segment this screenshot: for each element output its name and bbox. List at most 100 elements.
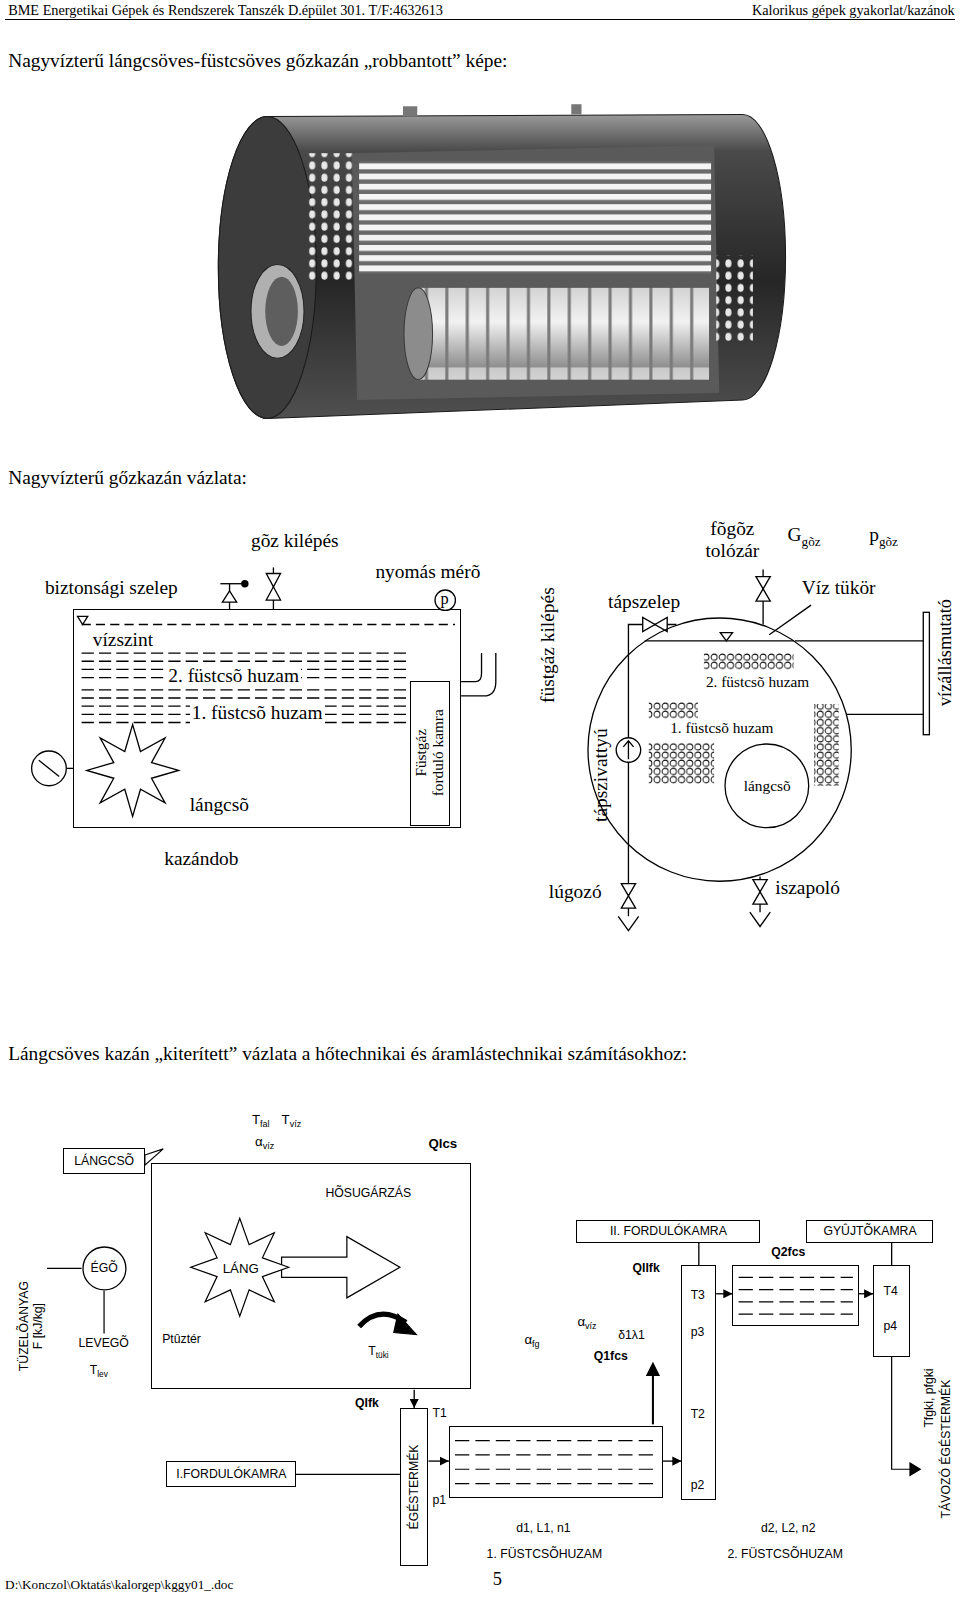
tube-cluster xyxy=(814,704,838,786)
quantity-symbol: T1 xyxy=(433,1406,447,1420)
pump-symbol xyxy=(616,738,640,762)
heat-flow-label: QIfk xyxy=(355,1396,379,1410)
burner-circle: ÉGÕ xyxy=(82,1246,127,1291)
callout-box: I.FORDULÓKAMRA xyxy=(166,1461,296,1488)
stream-label: LEVEGÕ xyxy=(79,1336,129,1350)
drum-label: kazándob xyxy=(164,848,238,870)
tube-sheet-holes xyxy=(716,255,753,341)
callout-leader xyxy=(698,1243,699,1265)
circle-shape xyxy=(83,1247,126,1290)
fuel-line xyxy=(47,1268,82,1269)
tube-line xyxy=(455,1454,657,1455)
stream-label: TÜZELÕANYAG F [kJ/kg] xyxy=(17,1277,45,1375)
quantity-symbol: p1 xyxy=(433,1493,447,1507)
symbol-main: G xyxy=(788,524,802,545)
burner-opening xyxy=(265,277,298,346)
tube-line xyxy=(739,1314,853,1315)
header-text: BME Energetikai Gépek és Rendszerek Tans… xyxy=(8,2,443,18)
heat-flow-label: Q2fcs xyxy=(771,1245,805,1259)
flame-tube-end xyxy=(404,288,433,380)
tube-pass-label: 2. füstcsõ huzam xyxy=(166,665,301,687)
chamber-label: Füstgáz forduló kamra xyxy=(413,707,447,799)
symbol-main: α xyxy=(255,1134,263,1149)
heat-flow-label: Q1fcs xyxy=(594,1349,628,1363)
quantity-symbol: Tlev xyxy=(90,1363,108,1379)
burner-fan xyxy=(32,751,67,786)
flue-tube-bundle: d2, L2, n22. FÜSTCSÕHUZAM xyxy=(732,1265,859,1326)
flame-tube-section: lángcsõ xyxy=(724,743,810,829)
symbol-subscript: fg xyxy=(532,1340,540,1350)
callout-text: I.FORDULÓKAMRA xyxy=(176,1467,286,1481)
tube-line xyxy=(739,1289,853,1290)
part-label: füstgáz kilépés xyxy=(537,587,559,703)
quantity-symbol: T2 xyxy=(691,1407,705,1421)
quantity-symbol: Ggõz xyxy=(788,524,821,549)
flow-arrow xyxy=(428,1460,448,1461)
drain-outlet xyxy=(618,908,638,930)
safety-valve-weight xyxy=(242,581,248,587)
part-label: gõz kilépés xyxy=(251,530,339,552)
section-heading: Nagyvízterű gőzkazán vázlata: xyxy=(8,467,247,489)
fan-blade xyxy=(39,760,59,776)
tube-pass-label: 2. füstcsõ huzam xyxy=(704,673,811,691)
heat-flux-arrowhead xyxy=(647,1363,659,1375)
gas-turn-arrowhead xyxy=(394,1314,416,1334)
chamber-label: ÉGÉSTERMÉK xyxy=(407,1444,421,1529)
circle-shape xyxy=(725,744,809,828)
valve-symbol xyxy=(756,577,770,601)
corrugated-flame-tube xyxy=(418,288,709,380)
exit-arrow xyxy=(892,1357,912,1469)
water-level-label: vízszint xyxy=(91,629,155,651)
burner-label: ÉGÕ xyxy=(91,1261,118,1275)
flow-arrow xyxy=(414,1390,415,1408)
circle-shape xyxy=(435,590,455,610)
bundle-label: 1. FÜSTCSÕHUZAM xyxy=(487,1547,603,1561)
symbol-subscript: víz xyxy=(585,1321,597,1331)
tube-lines xyxy=(455,1277,853,1483)
footer-text: D:\Konczol\Oktatás\kalorgep\kggy01_.doc xyxy=(5,1577,233,1592)
part-label: vízállásmutató xyxy=(935,599,956,706)
stream-label: TÁVOZÓ ÉGÉSTERMÉK xyxy=(940,1379,954,1518)
section-heading: Nagyvízterű lángcsöves-füstcsöves gőzkaz… xyxy=(8,50,507,72)
symbol-main: T xyxy=(368,1344,375,1358)
tube-line xyxy=(455,1483,657,1484)
callout-leader xyxy=(296,1474,400,1475)
part-label: lúgozó xyxy=(549,881,602,903)
flame-tube-label: lángcsõ xyxy=(190,794,249,816)
unrolled-scheme xyxy=(47,1149,920,1484)
part-label: biztonsági szelep xyxy=(45,577,178,599)
nozzle xyxy=(571,104,581,114)
flame-symbol xyxy=(87,725,179,817)
symbol-main: α xyxy=(524,1332,532,1347)
callout-text: II. FORDULÓKAMRA xyxy=(610,1224,727,1238)
part-label: tápszelep xyxy=(608,591,680,613)
symbol-subscript: tüki xyxy=(376,1349,389,1359)
heat-flow-label: QIIfk xyxy=(633,1261,660,1275)
boiler-drum: vízszint2. füstcsõ huzam1. füstcsõ huzam… xyxy=(73,609,461,828)
tube-line xyxy=(739,1301,853,1302)
burner-opening xyxy=(251,264,304,358)
reversing-chamber: ÉGÉSTERMÉK xyxy=(400,1408,429,1566)
boiler-shell xyxy=(218,114,785,418)
dimension-label: d1, L1, n1 xyxy=(516,1521,570,1535)
boiler-sketch xyxy=(32,567,496,816)
front-end-plate xyxy=(218,116,316,418)
tube-cluster xyxy=(704,653,794,669)
callout-box: II. FORDULÓKAMRA xyxy=(576,1220,760,1242)
tube-line xyxy=(82,689,406,690)
quantity-symbol: αvíz xyxy=(577,1314,596,1332)
quantity-symbol: Ptûztér xyxy=(162,1332,201,1346)
flow-arrow xyxy=(716,1293,732,1294)
nozzle xyxy=(403,106,417,116)
safety-valve-symbol xyxy=(222,591,236,602)
symbol-main: T xyxy=(90,1363,97,1377)
quantity-symbol: T3 xyxy=(691,1288,705,1302)
quantity-symbol: pgõz xyxy=(869,524,898,549)
header-rule xyxy=(5,19,955,20)
radiation-arrow xyxy=(282,1237,400,1298)
symbol-subscript: lev xyxy=(97,1369,108,1379)
pressure-gauge: p xyxy=(434,589,456,611)
flue-tube-bundle: d1, L1, n11. FÜSTCSÕHUZAM xyxy=(449,1426,663,1497)
